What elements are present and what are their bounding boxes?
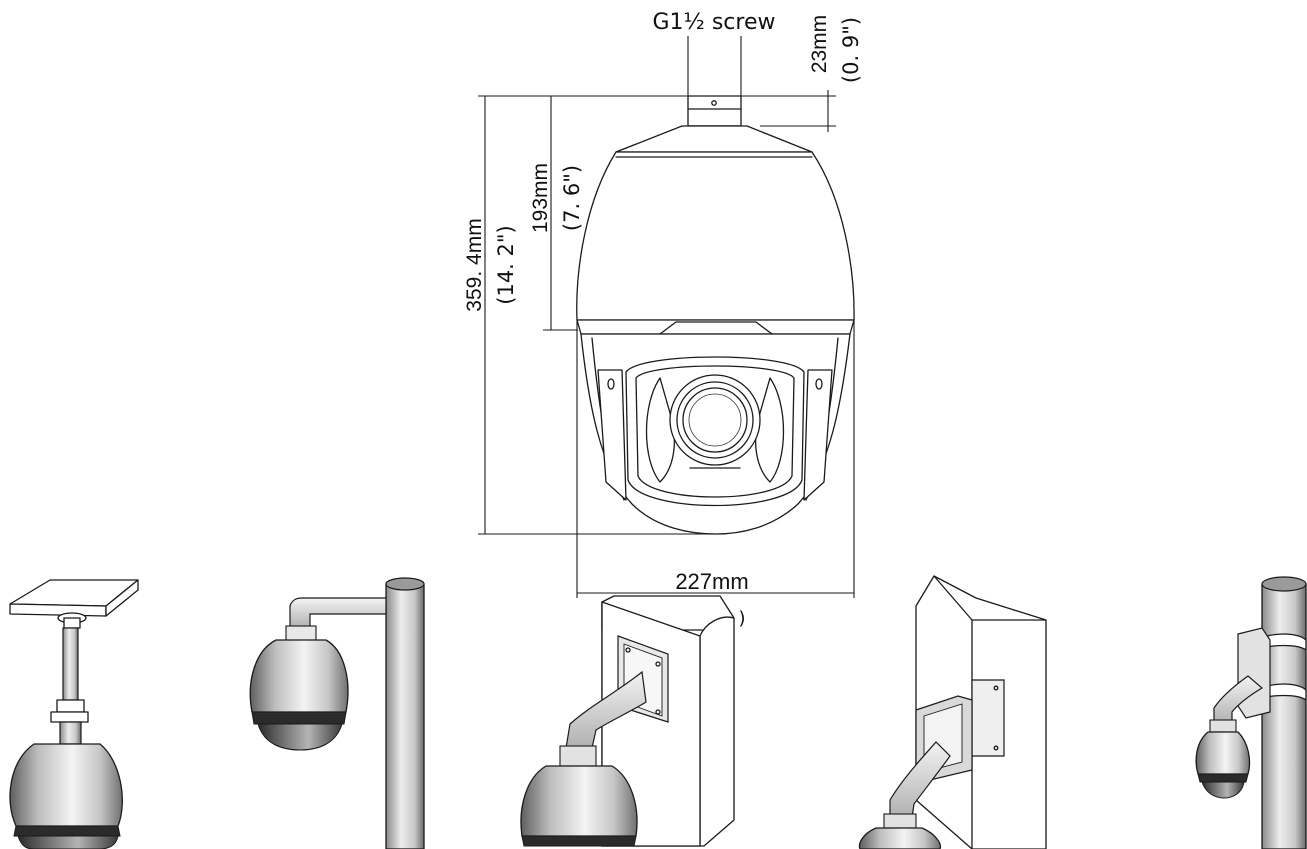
wall-mount [520, 595, 735, 847]
total-height-in-label: (14. 2") [494, 225, 518, 304]
total-height-mm-label: 359. 4mm [463, 218, 486, 311]
dimension-lines [478, 36, 855, 598]
main-camera-drawing [576, 95, 855, 535]
pole-clamp-mount [1195, 576, 1307, 849]
width-mm-label: 227mm [675, 569, 748, 594]
dome-height-in-label: (7. 6") [560, 165, 584, 231]
dome-height-mm-label: 193mm [529, 163, 552, 233]
corner-mount [858, 575, 1047, 849]
stray-mark: ) [738, 608, 745, 629]
pole-arm-mount [249, 577, 425, 849]
ceiling-pendant-mount [9, 579, 139, 849]
dimension-labels: G1½ screw 23mm (0. 9") 193mm (7. 6") 359… [463, 10, 863, 629]
top-height-mm-label: 23mm [808, 15, 831, 73]
screw-label: G1½ screw [652, 10, 775, 35]
top-height-in-label: (0. 9") [839, 17, 863, 83]
